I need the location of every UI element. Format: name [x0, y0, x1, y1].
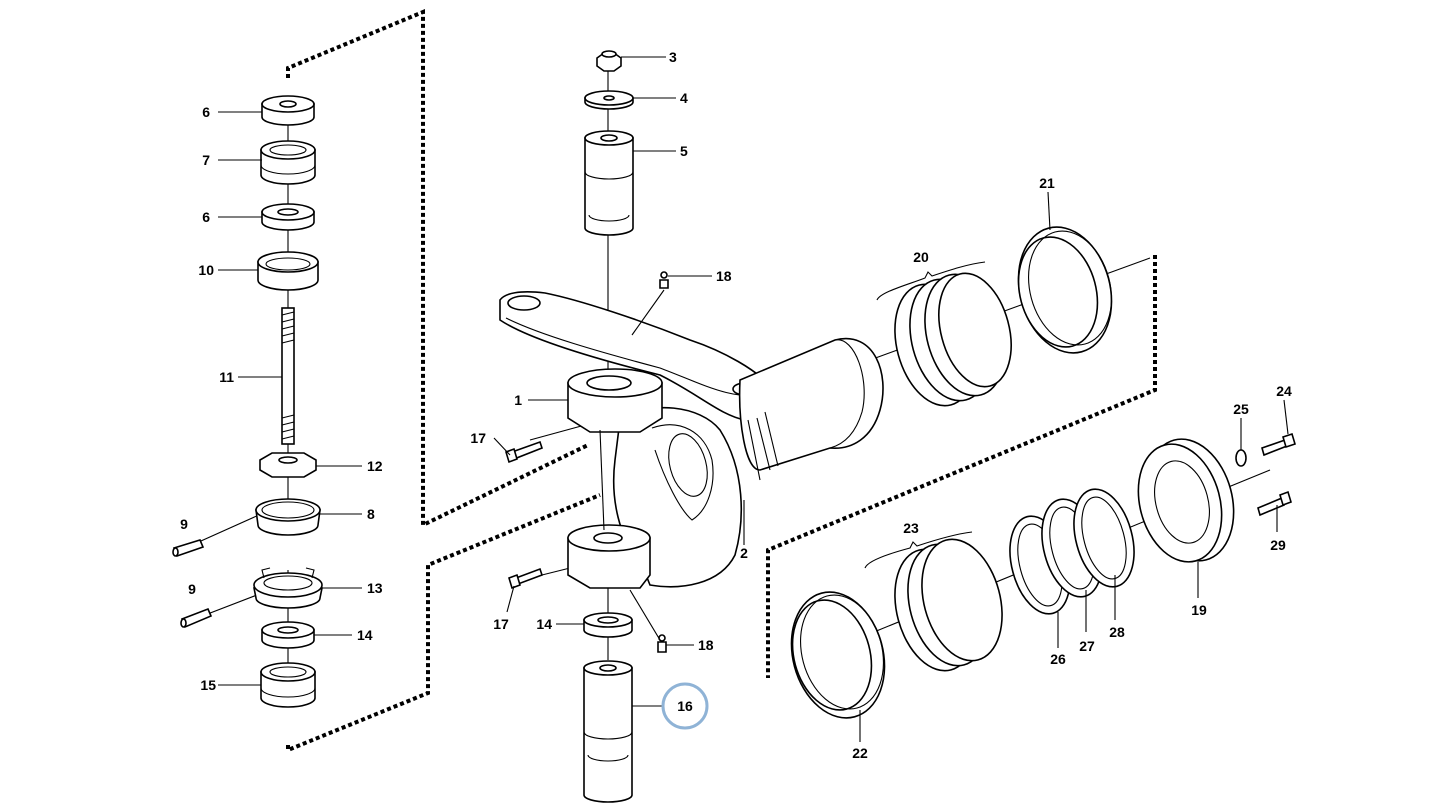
label-9a: 9: [180, 516, 188, 532]
shim-part-28: [1073, 488, 1135, 588]
dashed-frames: [286, 9, 1157, 753]
label-22: 22: [852, 745, 868, 761]
pin-part-9-upper: [172, 539, 205, 558]
label-7: 7: [202, 152, 210, 168]
bushing-part-6-lower: [261, 203, 315, 231]
left-stack: [172, 95, 323, 708]
bolt-part-17-lower: [508, 567, 544, 590]
label-8: 8: [367, 506, 375, 522]
nut-part-3: [596, 50, 622, 72]
grease-nipple-part-18-lower: [629, 589, 667, 653]
label-9b: 9: [188, 581, 196, 597]
cap-part-10: [257, 251, 319, 291]
label-27: 27: [1079, 638, 1095, 654]
seal-part-21: [1017, 226, 1113, 354]
callout-labels: 6 7 6 10 11 12 8 9 9 13 14 15 3 4 5 18 1…: [180, 49, 1292, 761]
highlight-circle: [661, 682, 709, 730]
label-21: 21: [1039, 175, 1055, 191]
pin-part-16: [583, 660, 633, 803]
label-10: 10: [198, 262, 214, 278]
label-18b: 18: [698, 637, 714, 653]
center-top-stack: [584, 50, 634, 236]
label-14b: 14: [536, 616, 552, 632]
bolt-part-29: [1257, 490, 1292, 517]
label-6b: 6: [202, 209, 210, 225]
seal-rings-part-20: [876, 261, 1012, 407]
washer-part-14-left: [261, 621, 315, 649]
washer-part-4: [584, 90, 634, 110]
steering-knuckle-part-1: [499, 291, 884, 589]
bushing-part-6-top: [261, 95, 315, 126]
label-26: 26: [1050, 651, 1066, 667]
label-1: 1: [514, 392, 522, 408]
label-18a: 18: [716, 268, 732, 284]
washer-part-14-center: [583, 612, 633, 638]
label-4: 4: [680, 90, 688, 106]
ring-nut-part-8: [255, 498, 321, 536]
pin-part-9-lower: [180, 607, 213, 629]
label-14a: 14: [357, 627, 373, 643]
label-11: 11: [219, 369, 234, 385]
lock-ring-part-13: [253, 567, 323, 609]
nut-part-12: [259, 452, 317, 478]
bearing-part-7: [260, 140, 316, 185]
label-23: 23: [903, 520, 919, 536]
label-2: 2: [740, 545, 748, 561]
grease-nipple-part-18-upper: [631, 271, 669, 336]
label-24: 24: [1276, 383, 1292, 399]
label-17b: 17: [493, 616, 509, 632]
label-15: 15: [200, 677, 216, 693]
label-13: 13: [367, 580, 383, 596]
bolt-part-24: [1261, 432, 1296, 457]
label-25: 25: [1233, 401, 1249, 417]
bolt-part-17-upper: [505, 440, 543, 464]
flange-part-19: [1137, 438, 1235, 563]
bearing-part-15: [260, 662, 316, 708]
label-12: 12: [367, 458, 383, 474]
label-17a: 17: [470, 430, 486, 446]
label-20: 20: [913, 249, 929, 265]
label-16: 16: [677, 698, 693, 714]
seal-rings-part-23: [864, 531, 1003, 672]
label-19: 19: [1191, 602, 1207, 618]
stud-part-11: [281, 307, 295, 445]
label-28: 28: [1109, 624, 1125, 640]
label-6a: 6: [202, 104, 210, 120]
leader-lines: [218, 56, 1289, 742]
label-5: 5: [680, 143, 688, 159]
sleeve-part-5: [584, 130, 634, 236]
washer-part-25: [1235, 449, 1247, 467]
label-29: 29: [1270, 537, 1286, 553]
seal-part-22: [790, 591, 886, 719]
label-3: 3: [669, 49, 677, 65]
